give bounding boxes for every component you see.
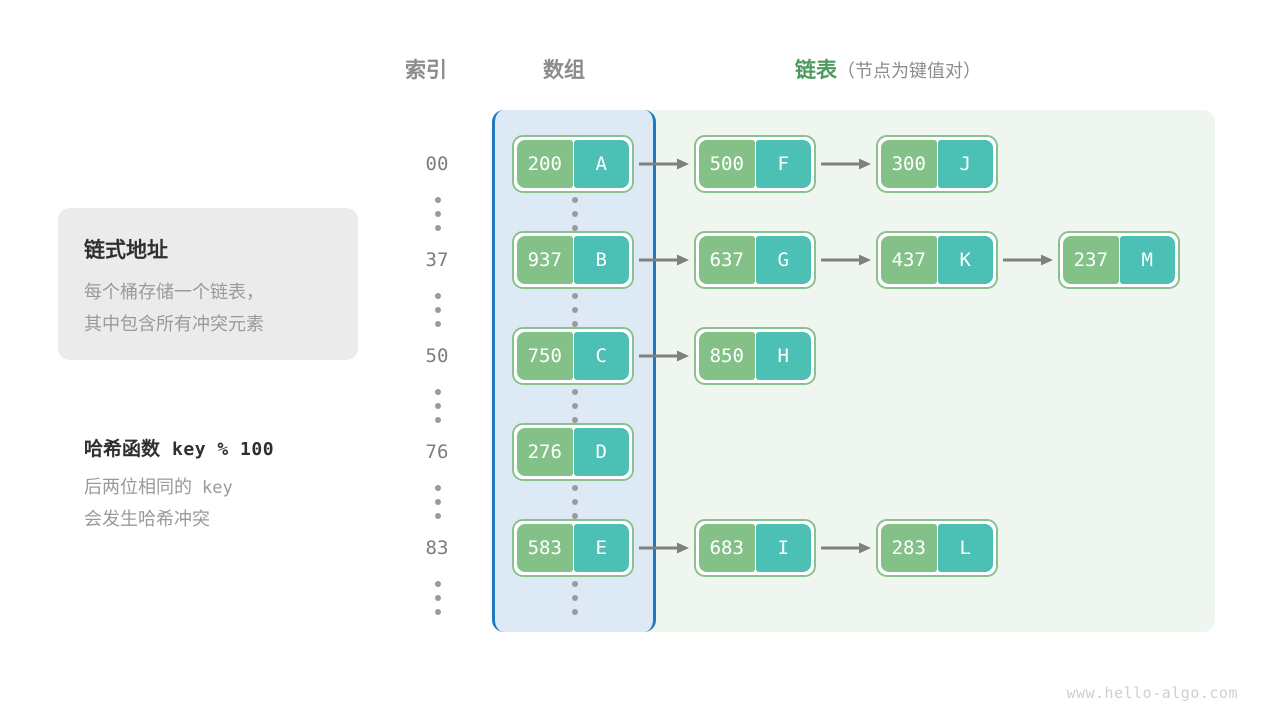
node-key: 300 — [881, 140, 937, 188]
hash-note-line-1-text: 后两位相同的 — [84, 477, 192, 497]
node-value: H — [755, 332, 811, 380]
node-key: 583 — [517, 524, 573, 572]
bucket-index-label: 50 — [425, 345, 449, 367]
bucket-index-label: 83 — [425, 537, 449, 559]
node-key: 683 — [699, 524, 755, 572]
info-card-line-2: 其中包含所有冲突元素 — [84, 314, 264, 334]
hash-function-label: 哈希函数 — [84, 439, 161, 460]
header-linked-list-accent: 链表 — [795, 59, 837, 82]
node-value: D — [573, 428, 629, 476]
header-linked-list-sub: （节点为键值对） — [837, 61, 981, 81]
info-card-title: 链式地址 — [84, 239, 168, 262]
node-key: 437 — [881, 236, 937, 284]
index-ellipsis — [433, 389, 443, 423]
array-ellipsis — [570, 581, 580, 615]
node-value: F — [755, 140, 811, 188]
hash-note-line-1-key: key — [202, 478, 233, 498]
info-card-body: 每个桶存储一个链表， 其中包含所有冲突元素 — [84, 276, 264, 340]
node-value: G — [755, 236, 811, 284]
info-card: 链式地址 每个桶存储一个链表， 其中包含所有冲突元素 — [58, 208, 358, 360]
node-value: L — [937, 524, 993, 572]
bucket-index-label: 37 — [425, 249, 449, 271]
index-ellipsis — [433, 581, 443, 615]
hash-function-note: 哈希函数 key % 100 后两位相同的 key 会发生哈希冲突 — [84, 434, 384, 535]
node-key: 500 — [699, 140, 755, 188]
hash-note-line-2: 会发生哈希冲突 — [84, 509, 210, 529]
node-key: 750 — [517, 332, 573, 380]
link-arrow — [821, 157, 883, 171]
header-linked-list: 链表（节点为键值对） — [795, 54, 981, 84]
node-value: M — [1119, 236, 1175, 284]
index-ellipsis — [433, 197, 443, 231]
node-key: 850 — [699, 332, 755, 380]
bucket-index-label: 76 — [425, 441, 449, 463]
node-value: I — [755, 524, 811, 572]
node-key: 200 — [517, 140, 573, 188]
array-ellipsis — [570, 389, 580, 423]
node-key: 937 — [517, 236, 573, 284]
index-ellipsis — [433, 485, 443, 519]
hash-function-title: 哈希函数 key % 100 — [84, 434, 384, 461]
node-value: B — [573, 236, 629, 284]
link-arrow — [639, 349, 701, 363]
array-ellipsis — [570, 485, 580, 519]
header-index: 索引 — [405, 59, 447, 82]
node-value: J — [937, 140, 993, 188]
link-arrow — [821, 253, 883, 267]
link-arrow — [821, 541, 883, 555]
array-ellipsis — [570, 293, 580, 327]
watermark: www.hello-algo.com — [1066, 684, 1238, 702]
link-arrow — [1003, 253, 1065, 267]
node-key: 237 — [1063, 236, 1119, 284]
header-array: 数组 — [543, 59, 585, 82]
node-value: C — [573, 332, 629, 380]
node-value: K — [937, 236, 993, 284]
hash-function-expression: key % 100 — [172, 439, 275, 460]
index-ellipsis — [433, 293, 443, 327]
link-arrow — [639, 541, 701, 555]
hash-note-line-1: 后两位相同的 key — [84, 472, 384, 504]
bucket-index-label: 00 — [425, 153, 449, 175]
info-card-line-1: 每个桶存储一个链表， — [84, 282, 264, 302]
link-arrow — [639, 253, 701, 267]
node-key: 283 — [881, 524, 937, 572]
node-key: 276 — [517, 428, 573, 476]
array-ellipsis — [570, 197, 580, 231]
hash-function-body: 后两位相同的 key 会发生哈希冲突 — [84, 472, 384, 535]
node-key: 637 — [699, 236, 755, 284]
node-value: A — [573, 140, 629, 188]
link-arrow — [639, 157, 701, 171]
node-value: E — [573, 524, 629, 572]
